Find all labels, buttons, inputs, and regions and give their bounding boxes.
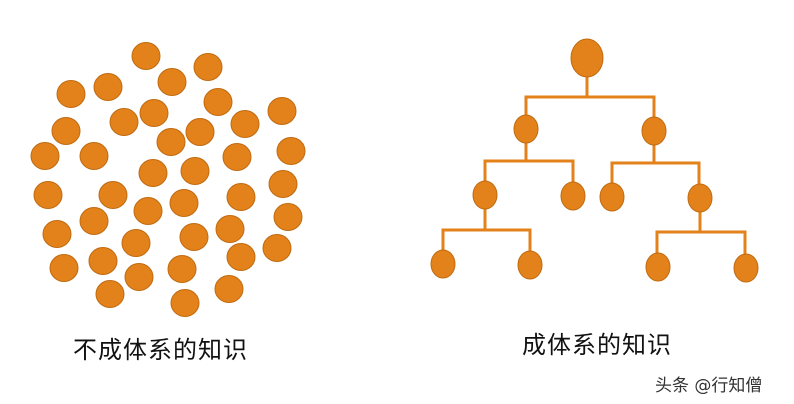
watermark: 头条 @行知僧 bbox=[655, 376, 763, 396]
knowledge-circle bbox=[157, 68, 187, 96]
tree-edge bbox=[655, 210, 747, 256]
knowledge-circle bbox=[167, 255, 197, 283]
tree-node-l3c bbox=[645, 252, 671, 282]
unstructured-knowledge-circles bbox=[30, 42, 306, 317]
tree-edges bbox=[441, 75, 747, 256]
knowledge-circle bbox=[267, 97, 297, 125]
caption-structured-knowledge: 成体系的知识 bbox=[522, 331, 672, 359]
tree-node-l3b bbox=[517, 250, 543, 280]
knowledge-circle bbox=[124, 263, 154, 291]
knowledge-circle bbox=[95, 280, 125, 308]
knowledge-circle bbox=[169, 189, 199, 217]
knowledge-circle bbox=[49, 254, 79, 282]
tree-node-l3a bbox=[430, 249, 456, 279]
knowledge-circle bbox=[98, 181, 128, 209]
knowledge-circle bbox=[79, 207, 109, 235]
knowledge-circle bbox=[193, 53, 223, 81]
tree-node-root bbox=[570, 38, 604, 78]
knowledge-circle bbox=[33, 181, 63, 209]
knowledge-circle bbox=[273, 203, 303, 231]
knowledge-circle bbox=[276, 137, 306, 165]
knowledge-circle bbox=[51, 117, 81, 145]
knowledge-circle bbox=[262, 234, 292, 262]
knowledge-circle bbox=[268, 170, 298, 198]
tree-edge bbox=[483, 141, 575, 184]
knowledge-circle bbox=[42, 220, 72, 248]
knowledge-circle bbox=[88, 247, 118, 275]
tree-node-l2a bbox=[472, 180, 498, 210]
tree-node-l2d bbox=[687, 183, 713, 213]
tree-node-l1a bbox=[513, 114, 539, 144]
knowledge-circle bbox=[226, 183, 256, 211]
knowledge-circle bbox=[30, 142, 60, 170]
knowledge-circle bbox=[214, 275, 244, 303]
tree-edge bbox=[524, 75, 656, 119]
tree-node-l2c bbox=[599, 182, 625, 212]
caption-unstructured-knowledge: 不成体系的知识 bbox=[73, 336, 248, 364]
tree-nodes bbox=[430, 38, 759, 283]
tree-node-l2b bbox=[560, 181, 586, 211]
knowledge-circle bbox=[180, 157, 210, 185]
knowledge-circle bbox=[222, 143, 252, 171]
knowledge-circle bbox=[185, 118, 215, 146]
knowledge-circle bbox=[179, 223, 209, 251]
knowledge-circle bbox=[133, 197, 163, 225]
tree-node-l1b bbox=[641, 116, 667, 146]
knowledge-circle bbox=[170, 289, 200, 317]
knowledge-circle bbox=[139, 99, 169, 127]
knowledge-circle bbox=[121, 229, 151, 257]
knowledge-circle bbox=[215, 215, 245, 243]
knowledge-circle bbox=[203, 88, 233, 116]
knowledge-circle bbox=[156, 128, 186, 156]
knowledge-circle bbox=[138, 159, 168, 187]
tree-node-l3d bbox=[733, 253, 759, 283]
knowledge-circle bbox=[56, 80, 86, 108]
knowledge-circle bbox=[93, 73, 123, 101]
knowledge-circle bbox=[230, 110, 260, 138]
knowledge-circle bbox=[109, 108, 139, 136]
knowledge-circle bbox=[79, 142, 109, 170]
knowledge-circle bbox=[131, 42, 161, 70]
tree-edge bbox=[610, 143, 701, 186]
tree-edge bbox=[441, 207, 532, 253]
knowledge-circle bbox=[226, 243, 256, 271]
